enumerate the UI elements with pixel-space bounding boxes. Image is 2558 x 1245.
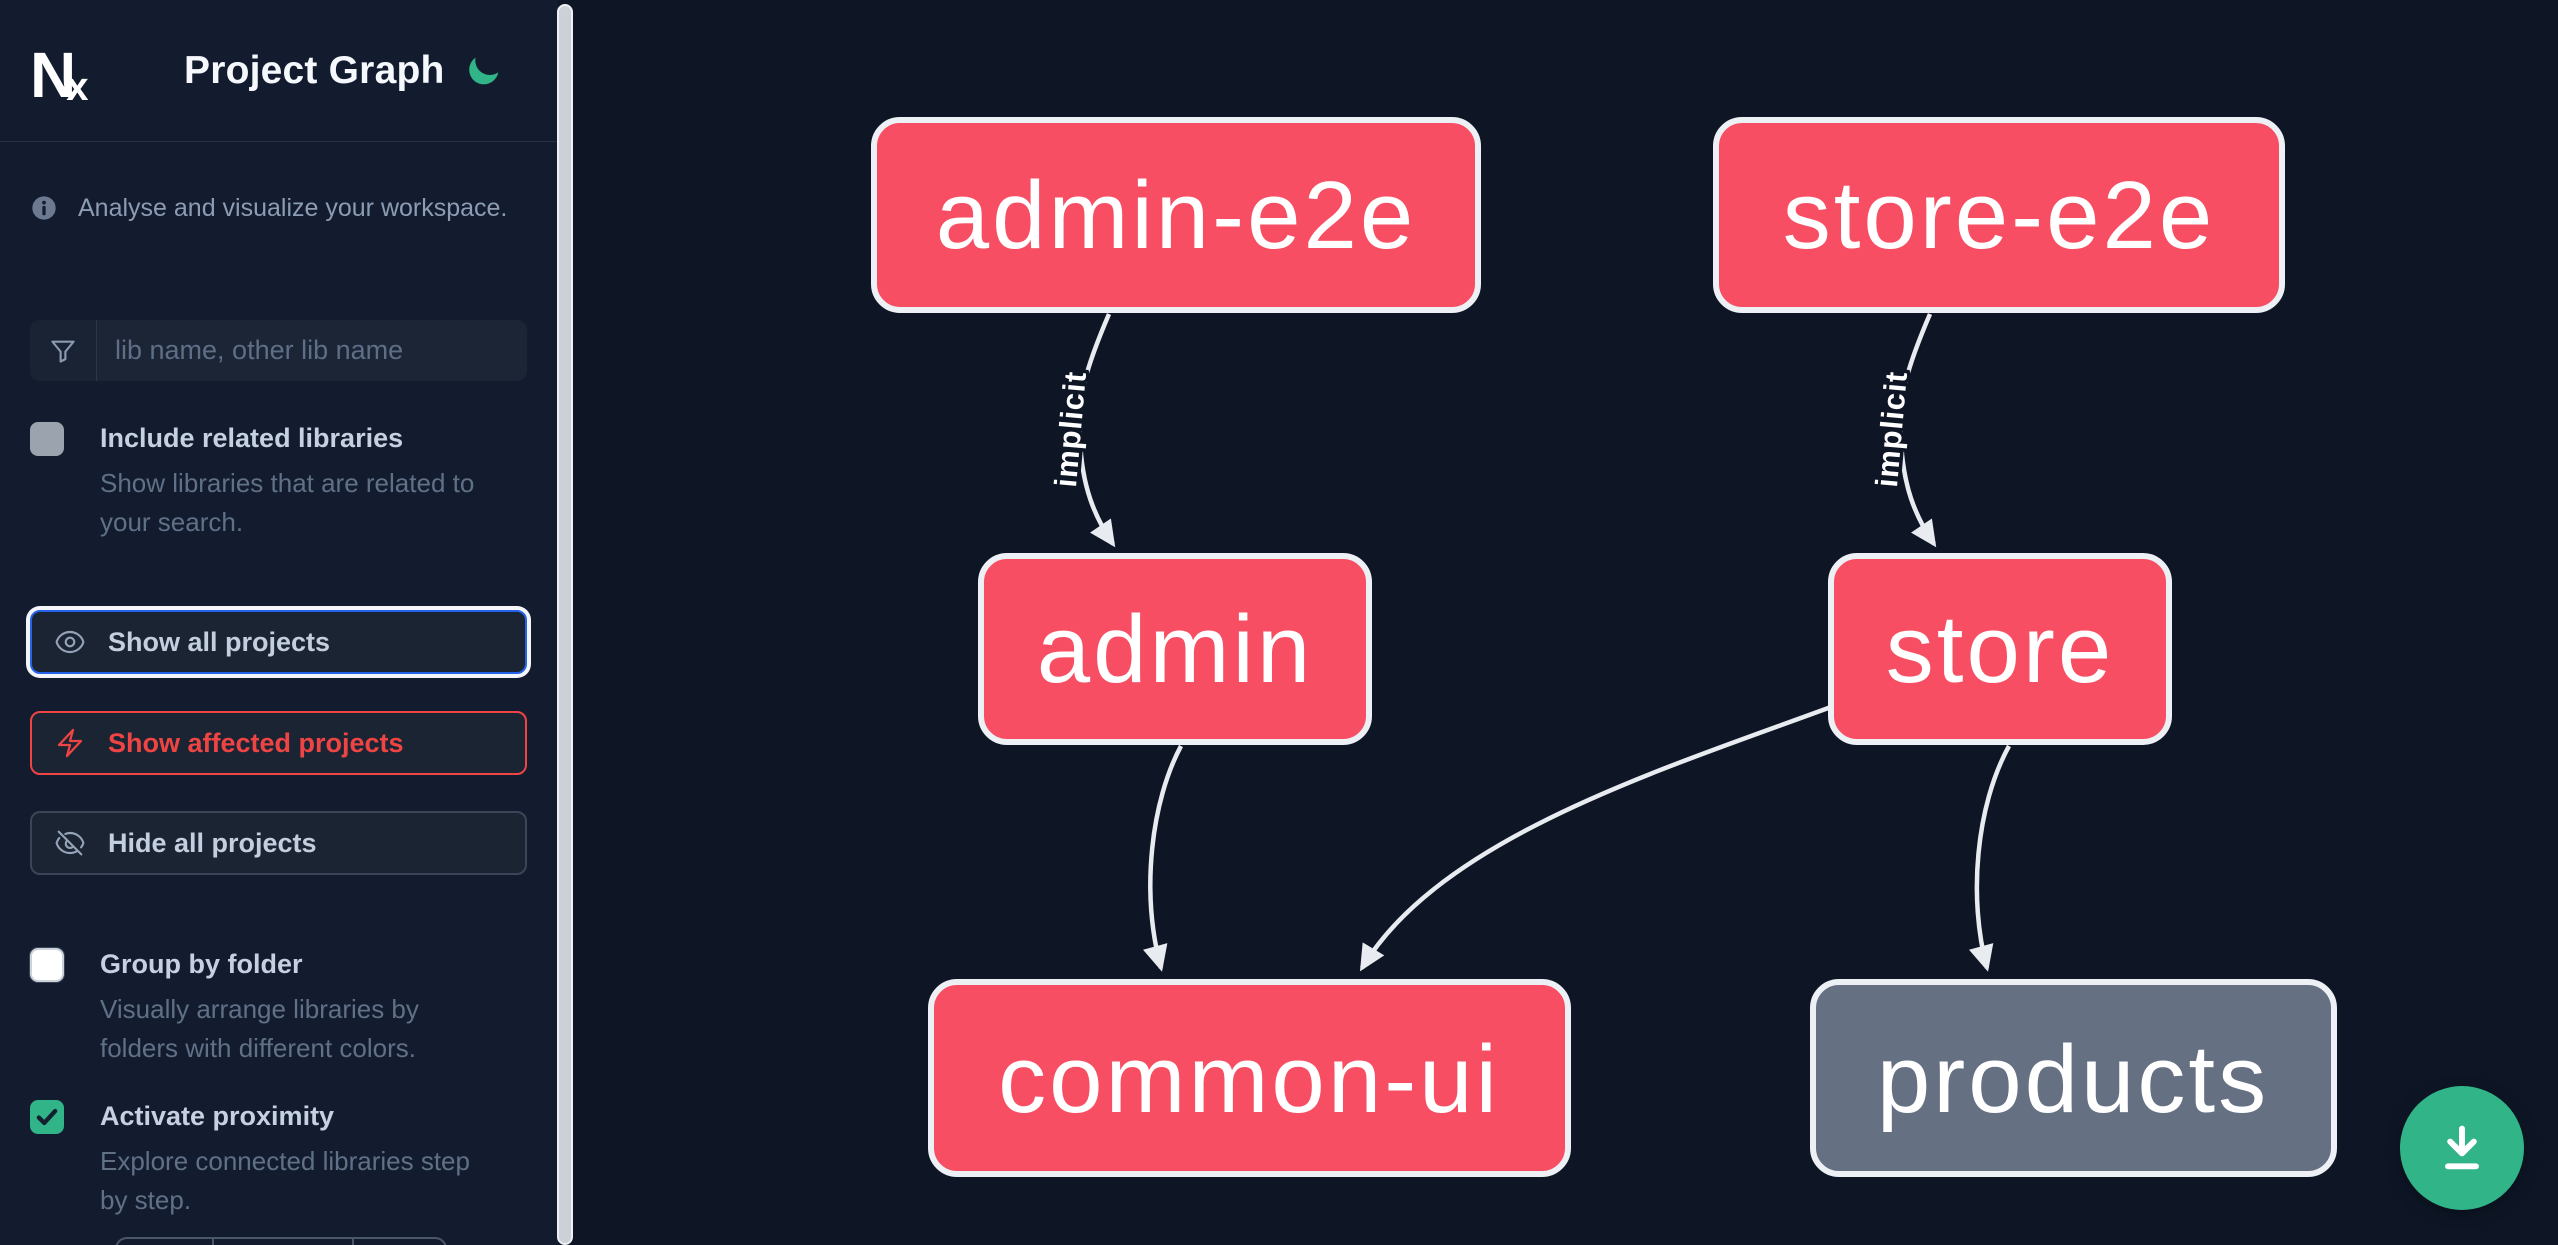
nx-logo: N x bbox=[30, 38, 102, 111]
node-admin[interactable]: admin bbox=[978, 553, 1372, 745]
edge-admin-e2e-to-admin[interactable] bbox=[1077, 313, 1116, 548]
edge-admin-to-common-ui[interactable] bbox=[1143, 744, 1183, 972]
project-filter-box bbox=[30, 320, 527, 381]
option-include-related-libraries: Include related libraries Show libraries… bbox=[30, 420, 530, 542]
download-icon bbox=[2445, 1125, 2479, 1170]
project-filter-input[interactable] bbox=[97, 320, 527, 381]
page-title: Project Graph bbox=[184, 48, 445, 92]
option-group-by-folder: Group by folder Visually arrange librari… bbox=[30, 946, 530, 1068]
hide-all-projects-label: Hide all projects bbox=[108, 827, 317, 858]
show-affected-projects-label: Show affected projects bbox=[108, 727, 404, 758]
group-by-folder-checkbox[interactable] bbox=[30, 948, 64, 982]
eye-off-icon bbox=[55, 830, 85, 856]
project-graph-svg: implicit implicit admin-e2e store-e2e ad… bbox=[871, 117, 2337, 1177]
activate-proximity-checkbox[interactable] bbox=[30, 1100, 64, 1134]
theme-toggle-button[interactable] bbox=[463, 51, 503, 91]
node-common-ui[interactable]: common-ui bbox=[928, 979, 1571, 1177]
group-by-folder-description: Visually arrange libraries by folders wi… bbox=[100, 994, 419, 1063]
sidebar-scrollbar[interactable] bbox=[557, 4, 573, 1245]
show-all-projects-button[interactable]: Show all projects bbox=[30, 610, 527, 674]
option-activate-proximity: Activate proximity Explore connected lib… bbox=[30, 1098, 530, 1220]
include-related-checkbox[interactable] bbox=[30, 422, 64, 456]
nx-logo-letter-x: x bbox=[66, 64, 89, 109]
info-icon bbox=[32, 196, 56, 220]
segmented-control-partial[interactable] bbox=[115, 1237, 447, 1245]
edge-store-e2e-to-store[interactable] bbox=[1898, 313, 1937, 548]
edge-label-implicit: implicit bbox=[1869, 370, 1914, 489]
edge-store-to-common-ui[interactable] bbox=[1359, 704, 1832, 972]
node-products[interactable]: products bbox=[1810, 979, 2337, 1177]
sidebar: N x Project Graph Analyse and visualize … bbox=[0, 0, 558, 1245]
activate-proximity-label[interactable]: Activate proximity bbox=[100, 1101, 335, 1131]
include-related-description: Show libraries that are related to your … bbox=[100, 468, 475, 537]
moon-icon bbox=[468, 57, 498, 84]
segmented-divider bbox=[352, 1239, 354, 1245]
node-admin-e2e[interactable]: admin-e2e bbox=[871, 117, 1481, 313]
filter-icon-box bbox=[30, 320, 97, 381]
download-graph-button[interactable] bbox=[2400, 1086, 2524, 1210]
hide-all-projects-button[interactable]: Hide all projects bbox=[30, 811, 527, 875]
include-related-label[interactable]: Include related libraries bbox=[100, 423, 404, 453]
graph-canvas[interactable]: implicit implicit admin-e2e store-e2e ad… bbox=[573, 0, 2558, 1245]
edge-store-to-products[interactable] bbox=[1969, 744, 2011, 972]
eye-icon bbox=[55, 630, 85, 654]
lightning-bolt-icon bbox=[57, 728, 83, 758]
workspace-tagline-row: Analyse and visualize your workspace. bbox=[30, 192, 530, 225]
nx-logo-letter-n: N bbox=[30, 38, 76, 111]
sidebar-header: N x Project Graph bbox=[0, 0, 558, 142]
group-by-folder-label[interactable]: Group by folder bbox=[100, 949, 303, 979]
show-affected-projects-button[interactable]: Show affected projects bbox=[30, 711, 527, 775]
show-all-projects-label: Show all projects bbox=[108, 626, 331, 657]
workspace-tagline: Analyse and visualize your workspace. bbox=[78, 194, 508, 222]
node-store-e2e[interactable]: store-e2e bbox=[1713, 117, 2285, 313]
node-store[interactable]: store bbox=[1828, 553, 2172, 745]
checkmark-icon bbox=[36, 1108, 58, 1126]
segmented-divider bbox=[212, 1239, 214, 1245]
filter-funnel-icon bbox=[51, 340, 75, 363]
edge-label-implicit: implicit bbox=[1048, 370, 1093, 489]
activate-proximity-description: Explore connected libraries step by step… bbox=[100, 1146, 470, 1215]
